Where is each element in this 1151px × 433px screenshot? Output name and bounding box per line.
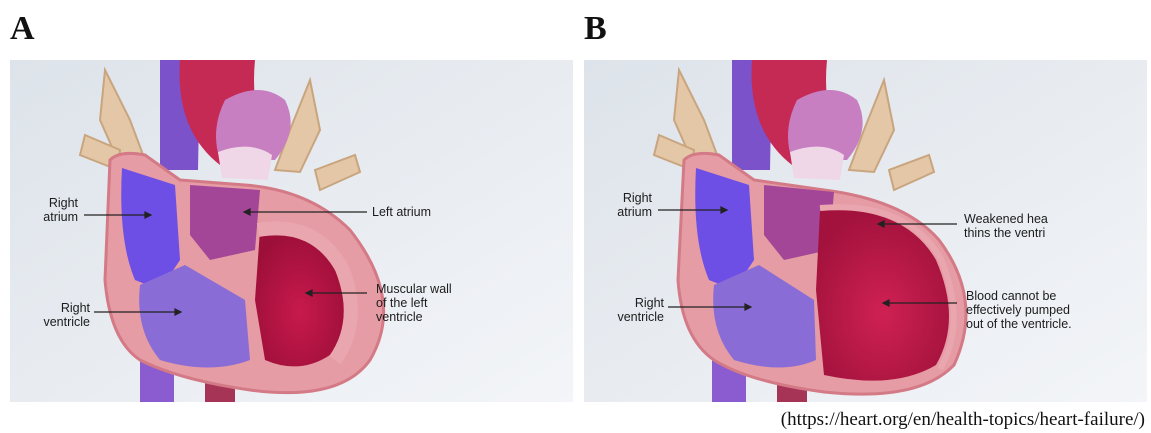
label-left-atrium: Left atrium — [372, 205, 532, 219]
label-weakened-heart: Weakened hea thins the ventri — [964, 212, 1147, 240]
label-right-atrium: Right atrium — [10, 196, 78, 224]
panel-a-illustration: Right atrium Left atrium Muscular wall o… — [10, 60, 573, 402]
label-right-ventricle: Right ventricle — [10, 301, 90, 329]
source-citation: (https://heart.org/en/health-topics/hear… — [781, 409, 1145, 431]
label-blood-cannot-be-pumped: Blood cannot be effectively pumped out o… — [966, 289, 1126, 331]
heart-cross-section-normal — [10, 60, 573, 402]
panel-b-illustration: Right atrium Weakened hea thins the vent… — [584, 60, 1147, 402]
label-muscular-wall: Muscular wall of the left ventricle — [376, 282, 536, 324]
label-right-ventricle: Right ventricle — [584, 296, 664, 324]
panel-b-letter: B — [584, 10, 607, 48]
label-right-atrium: Right atrium — [584, 191, 652, 219]
pulmonary-valve — [218, 147, 272, 180]
panel-a-letter: A — [10, 10, 35, 48]
pulmonary-valve — [790, 147, 844, 180]
